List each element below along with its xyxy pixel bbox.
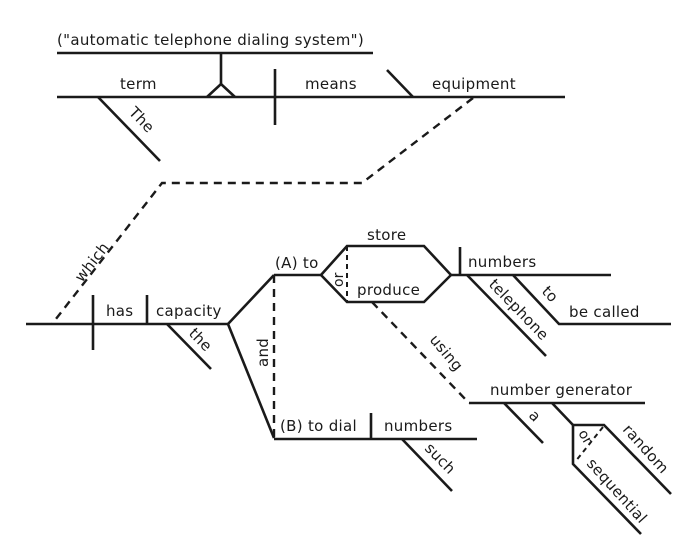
relative-connector-line bbox=[51, 97, 474, 325]
verb-produce-word: produce bbox=[357, 281, 420, 299]
branch-a-label: (A) to bbox=[275, 254, 319, 272]
branch-b-object-word: numbers bbox=[384, 417, 452, 435]
appositive-stilt-foot bbox=[206, 82, 236, 98]
object-word: equipment bbox=[432, 75, 516, 93]
branch-b-label: (B) to dial bbox=[280, 417, 357, 435]
rel-verb-word: has bbox=[106, 302, 133, 320]
verb-object-divider bbox=[386, 69, 414, 98]
branch-b-object-modifier-line bbox=[401, 438, 453, 492]
branch-b-fork bbox=[226, 323, 276, 439]
branch-a-object-word: numbers bbox=[468, 253, 536, 271]
subject-modifier-line bbox=[97, 96, 161, 162]
prep-or-connector-line bbox=[574, 426, 604, 463]
prep-object-word: number generator bbox=[490, 381, 633, 399]
verb-word: means bbox=[305, 75, 357, 93]
rel-object-word: capacity bbox=[156, 302, 222, 320]
infinitive-line bbox=[512, 274, 671, 326]
subject-word: term bbox=[120, 75, 157, 93]
prep-article-word: a bbox=[525, 406, 545, 425]
relative-connector-word: which bbox=[71, 239, 113, 286]
verb-produce-line bbox=[320, 274, 452, 304]
telephone-modifier-word: telephone bbox=[485, 275, 552, 344]
rel-object-modifier-line bbox=[166, 323, 212, 370]
verb-store-word: store bbox=[367, 226, 406, 244]
sequential-modifier-line bbox=[571, 425, 642, 535]
branch-b-object-modifier-word: such bbox=[421, 439, 459, 478]
branch-a-fork bbox=[227, 274, 275, 325]
telephone-modifier-line bbox=[466, 274, 547, 357]
prep-article-line bbox=[503, 402, 544, 444]
appositive-word: ("automatic telephone dialing system") bbox=[57, 31, 364, 49]
rel-object-modifier-word: the bbox=[185, 324, 216, 355]
random-modifier-line bbox=[573, 423, 672, 495]
preposition-line bbox=[371, 301, 470, 404]
verb-store-line bbox=[320, 244, 452, 276]
or-word: or bbox=[331, 272, 347, 287]
sequential-modifier-word: sequential bbox=[583, 455, 651, 527]
prep-modifier-stem bbox=[551, 402, 574, 426]
infinitive-marker-word: to bbox=[538, 282, 562, 306]
prep-or-word: or bbox=[575, 427, 596, 448]
preposition-word: using bbox=[426, 331, 467, 375]
subject-modifier-word: The bbox=[124, 103, 158, 137]
infinitive-word: be called bbox=[569, 303, 640, 321]
and-word: and bbox=[254, 338, 272, 367]
